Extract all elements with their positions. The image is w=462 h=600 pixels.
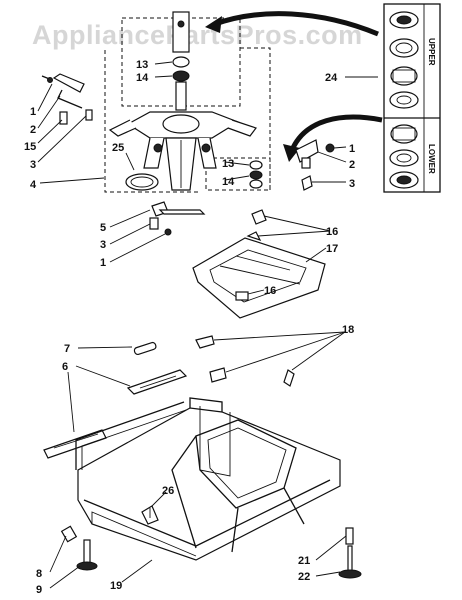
callout-5: 5 [100,222,106,234]
callout-9: 9 [36,584,42,596]
callout-3-right: 3 [349,178,355,190]
upper-label: UPPER [427,38,436,66]
callout-21: 21 [298,555,310,567]
seal-ring [125,173,159,191]
callout-13-lower: 13 [222,158,234,170]
callout-3-mid: 3 [100,239,106,251]
callout-3-top-left: 3 [30,159,36,171]
callout-26: 26 [162,485,174,497]
callout-22: 22 [298,571,310,583]
callout-8: 8 [36,568,42,580]
callout-1-right: 1 [349,143,355,155]
transmission-assembly [104,11,271,193]
callout-14-lower: 14 [222,176,235,188]
callout-16-center: 16 [264,285,276,297]
callout-19: 19 [110,580,122,592]
callout-17: 17 [326,243,338,255]
base-frame [43,335,341,561]
callout-4: 4 [30,179,37,191]
bracket-left [52,73,85,93]
callout-13-upper: 13 [136,59,148,71]
leader-lines [37,61,378,589]
callout-16-top: 16 [326,226,338,238]
callout-1-top-left: 1 [30,106,36,118]
watermark: AppliancePartsPros.com [32,20,363,50]
callout-25: 25 [112,142,124,154]
callout-7: 7 [64,343,70,355]
leveling-feet [60,525,362,579]
callout-6: 6 [62,361,68,373]
callout-24: 24 [325,72,338,84]
callout-labels: 1 2 15 3 4 13 14 24 25 13 14 1 2 3 5 3 1… [24,59,355,596]
callout-2-top-left: 2 [30,124,36,136]
lower-label: LOWER [427,144,436,174]
stack-13-14-small [249,160,263,189]
callout-2-right: 2 [349,159,355,171]
tub-support [192,209,326,319]
callout-15: 15 [24,141,36,153]
callout-14-upper: 14 [136,72,149,84]
bearing-inset: UPPER LOWER [383,3,441,193]
callout-18: 18 [342,324,354,336]
callout-1-mid: 1 [100,257,106,269]
